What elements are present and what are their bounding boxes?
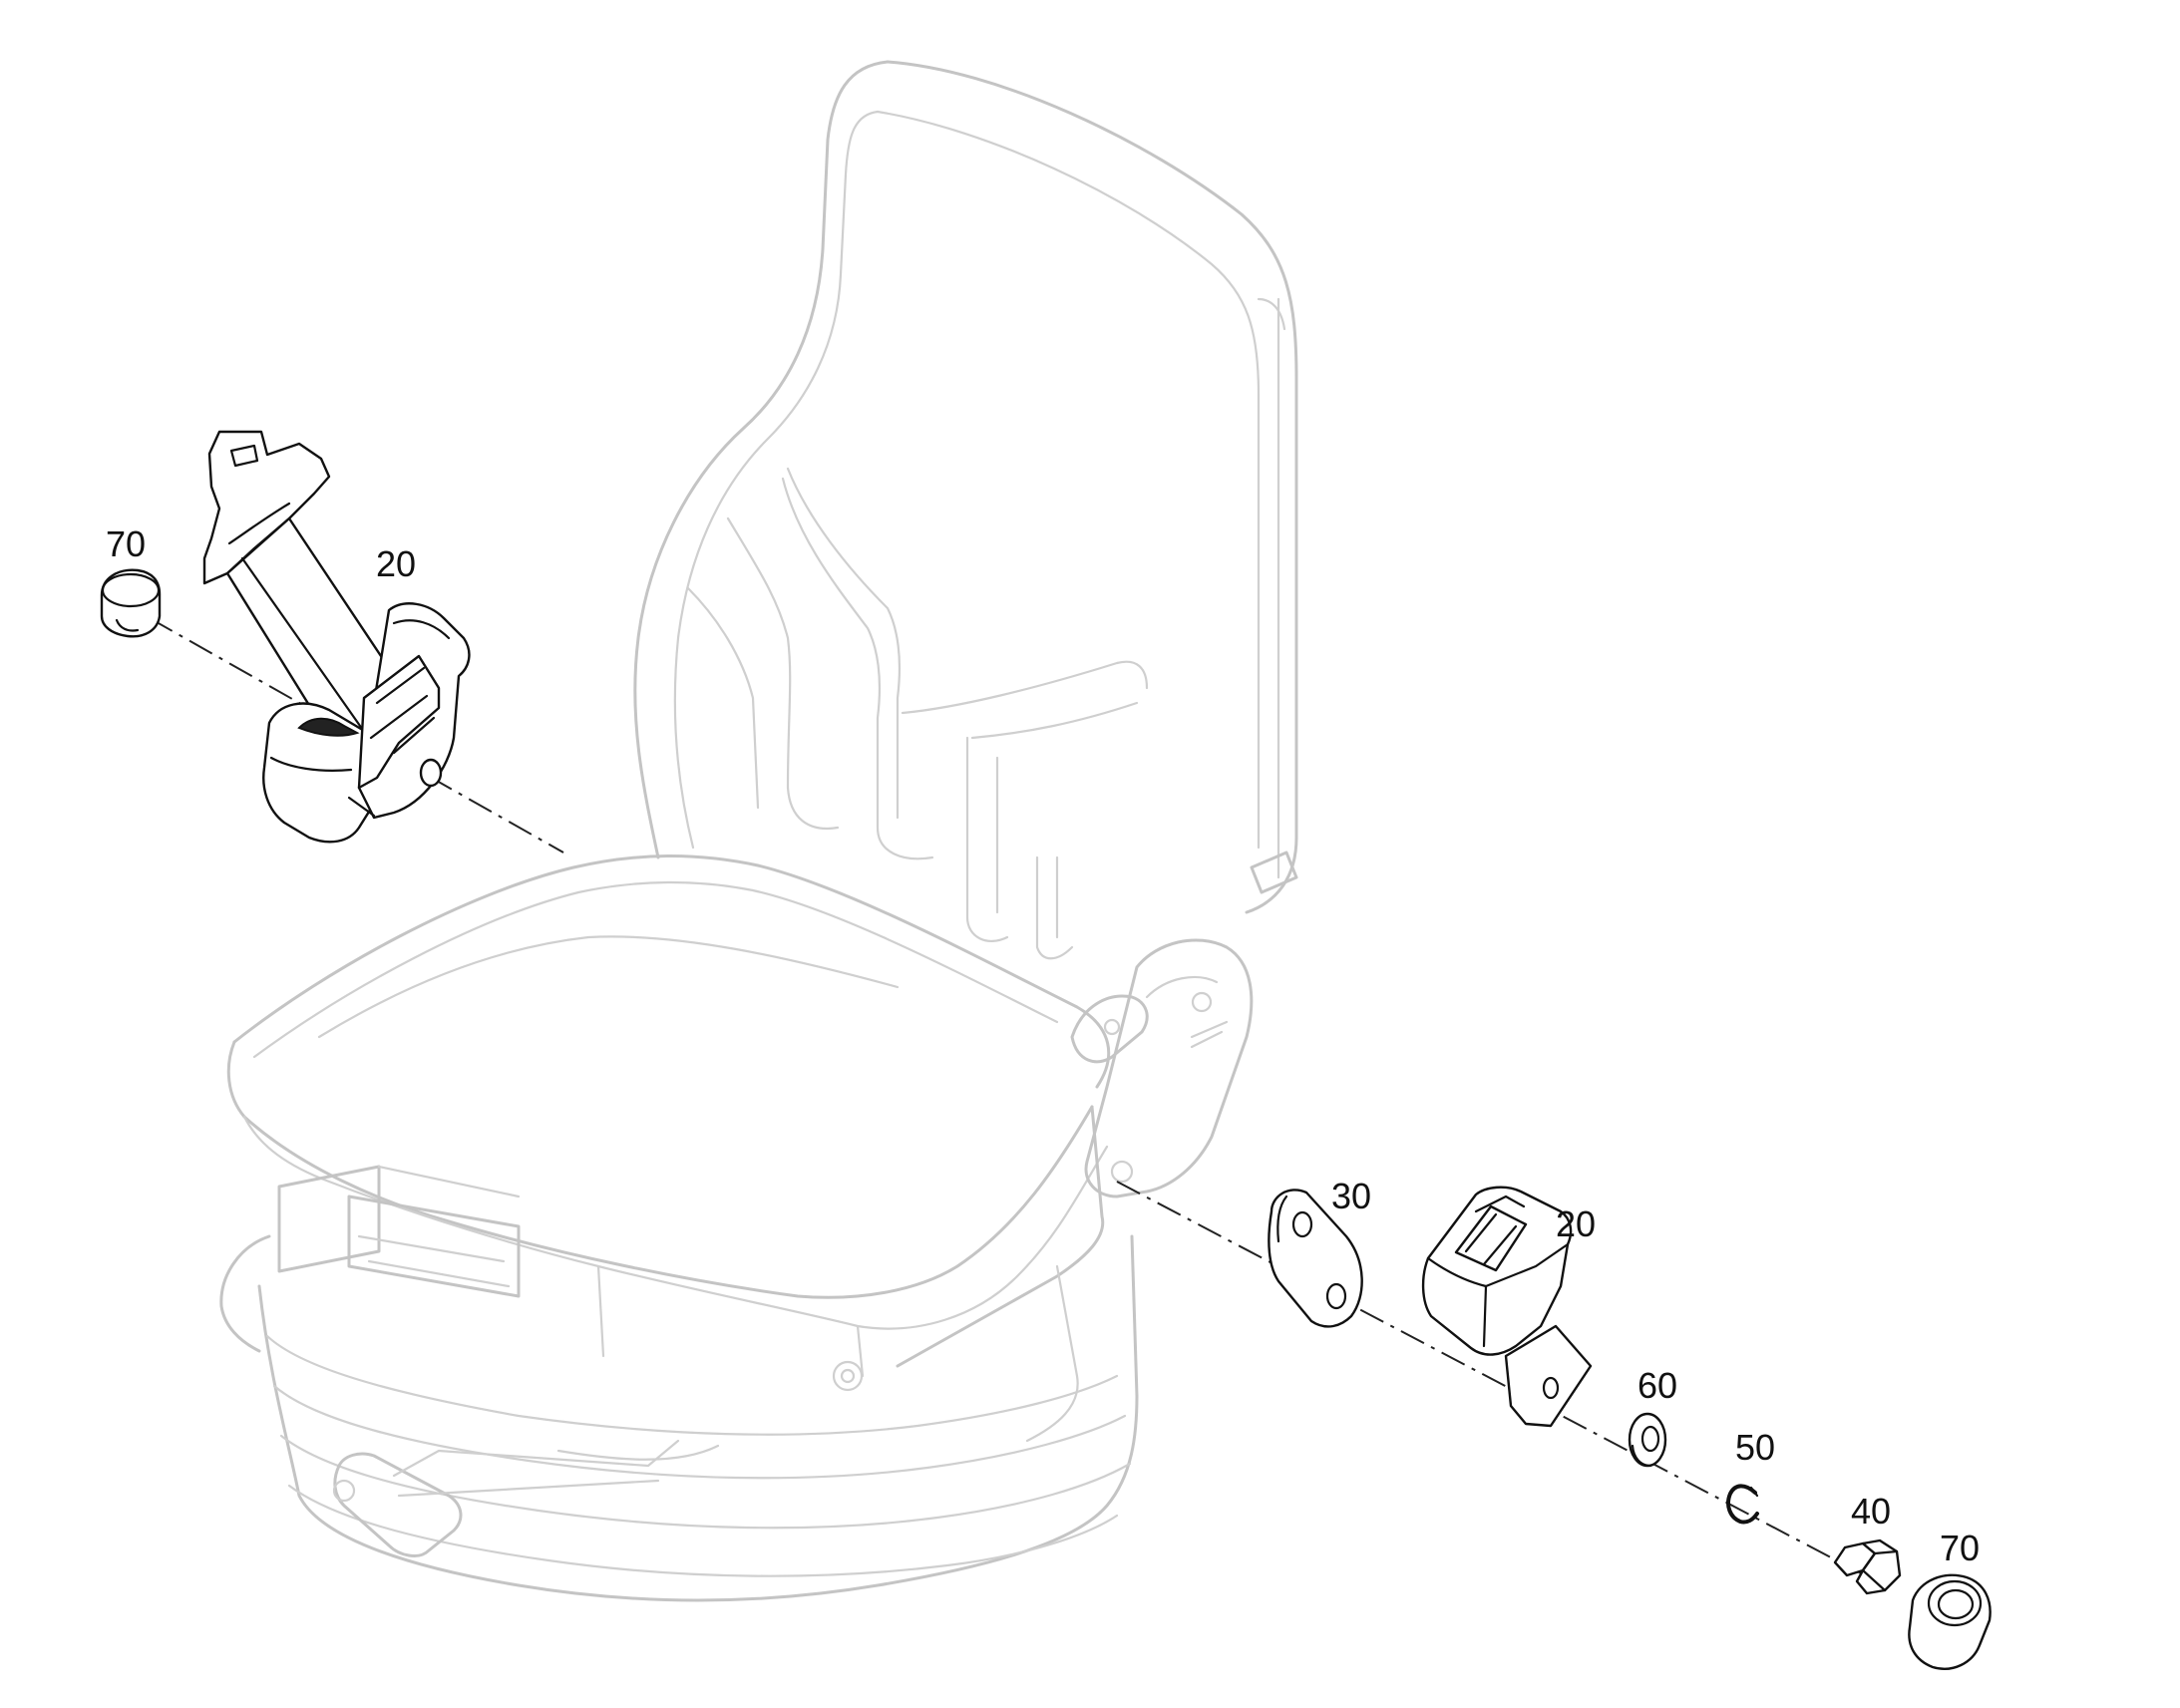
left-belt-part bbox=[202, 430, 471, 844]
callouts: 70 20 30 20 60 50 40 70 bbox=[106, 523, 1980, 1568]
callout-circlip: 50 bbox=[1735, 1427, 1775, 1468]
right-axis-line bbox=[1116, 1181, 1866, 1576]
bracket-part bbox=[1268, 1189, 1363, 1328]
callout-left-cap: 70 bbox=[106, 523, 146, 564]
callout-washer: 60 bbox=[1637, 1365, 1677, 1406]
callout-right-buckle: 20 bbox=[1556, 1203, 1596, 1244]
circlip-part bbox=[1726, 1484, 1759, 1525]
bolt-part bbox=[1833, 1538, 1902, 1595]
callout-right-cap: 70 bbox=[1940, 1528, 1980, 1568]
callout-bolt: 40 bbox=[1851, 1491, 1891, 1532]
seat-drawing bbox=[219, 60, 1298, 1602]
washer-part bbox=[1628, 1412, 1667, 1468]
callout-left-belt: 20 bbox=[376, 543, 416, 584]
callout-bracket: 30 bbox=[1331, 1176, 1371, 1216]
right-cap-part bbox=[1908, 1573, 1992, 1670]
left-cap-part bbox=[100, 568, 162, 638]
right-buckle-part bbox=[1421, 1186, 1593, 1428]
